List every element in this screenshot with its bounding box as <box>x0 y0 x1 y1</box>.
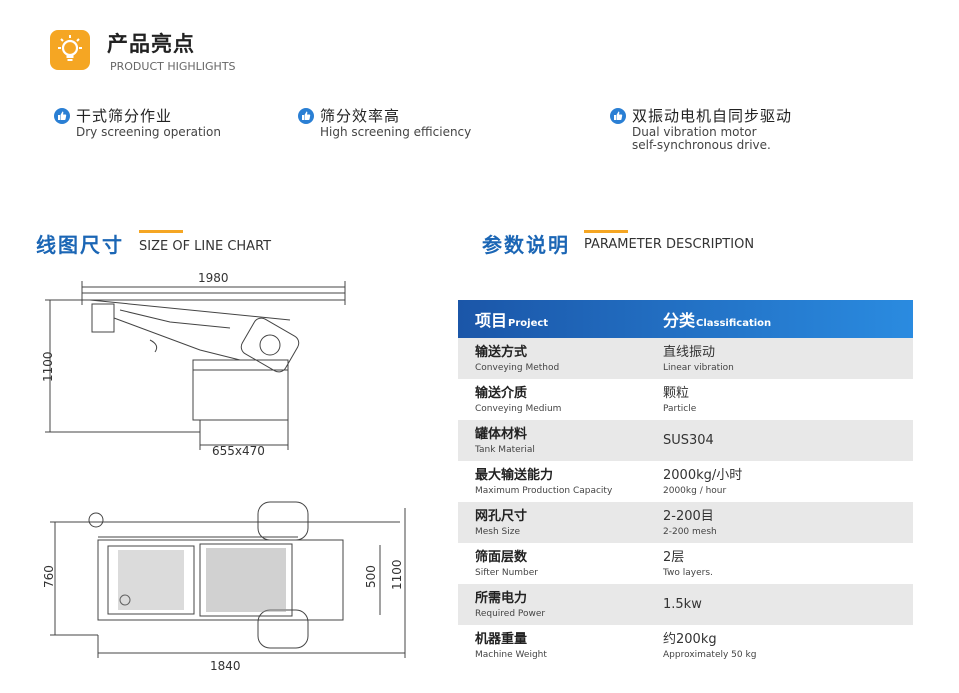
thumbs-up-icon <box>54 108 70 124</box>
dim-top-length: 1840 <box>210 659 241 673</box>
header-project: 项目Project <box>475 311 549 330</box>
param-value-cn: SUS304 <box>663 432 714 448</box>
param-name-cn: 输送方式 <box>475 344 528 360</box>
feature-title: 干式筛分作业 <box>76 107 173 125</box>
param-value-en: 2000kg / hour <box>663 485 727 496</box>
param-value-cn: 直线振动 <box>663 344 716 360</box>
param-name-cn: 筛面层数 <box>475 549 528 565</box>
section-accent-bar <box>584 230 628 233</box>
dim-side-height: 1100 <box>41 351 55 382</box>
lightbulb-icon <box>50 30 90 70</box>
section-accent-bar <box>139 230 183 233</box>
dim-side-length: 1980 <box>198 271 229 285</box>
highlights-title: 产品亮点 <box>107 32 195 56</box>
feature-item: 筛分效率高 High screening efficiency <box>298 106 471 139</box>
param-value-cn: 颗粒 <box>663 385 690 401</box>
param-name-en: Sifter Number <box>475 567 539 578</box>
line-drawing: 1980 1100 655x470 1840 760 500 1100 <box>41 271 406 673</box>
param-value-cn: 2层 <box>663 549 685 565</box>
dim-top-width: 760 <box>42 565 56 588</box>
param-name-cn: 所需电力 <box>475 590 528 606</box>
param-value-en: Particle <box>663 403 697 414</box>
param-name-cn: 最大输送能力 <box>475 467 554 483</box>
param-name-en: Conveying Medium <box>475 403 562 414</box>
param-name-en: Tank Material <box>475 444 535 455</box>
dim-top-inner: 500 <box>364 565 378 588</box>
table-header: 项目Project 分类Classification <box>458 300 913 338</box>
table-row: 输送方式 Conveying Method 直线振动 Linear vibratio… <box>458 338 913 379</box>
feature-desc: High screening efficiency <box>320 125 472 139</box>
table-row: 网孔尺寸 Mesh Size 2-200目 2-200 mesh <box>458 502 913 543</box>
feature-item: 干式筛分作业 Dry screening operation <box>54 106 221 139</box>
table-row: 最大输送能力 Maximum Production Capacity 2000kg… <box>458 461 913 502</box>
param-value-en: Approximately 50 kg <box>663 649 757 660</box>
param-value-cn: 2-200目 <box>663 508 714 524</box>
dim-top-overall: 1100 <box>390 559 404 590</box>
param-value-cn: 1.5kw <box>663 596 702 612</box>
thumbs-up-icon <box>298 108 314 124</box>
table-row: 输送介质 Conveying Medium 颗粒 Particle <box>458 379 913 420</box>
feature-desc: Dry screening operation <box>76 125 221 139</box>
parameters-title: 参数说明 <box>482 233 570 257</box>
param-value-en: Linear vibration <box>663 362 734 373</box>
thumbs-up-icon <box>610 108 626 124</box>
feature-desc-line1: Dual vibration motor <box>632 125 757 139</box>
feature-title: 筛分效率高 <box>320 107 401 125</box>
dim-side-base: 655x470 <box>212 444 265 458</box>
param-name-en: Maximum Production Capacity <box>475 485 613 496</box>
param-value-en: 2-200 mesh <box>663 526 717 537</box>
feature-title: 双振动电机自同步驱动 <box>632 107 793 125</box>
feature-item: 双振动电机自同步驱动 Dual vibration motor self-syn… <box>610 106 792 152</box>
param-value-cn: 2000kg/小时 <box>663 467 743 483</box>
param-name-en: Conveying Method <box>475 362 560 373</box>
param-value-cn: 约200kg <box>663 631 717 647</box>
line-chart-subtitle: SIZE OF LINE CHART <box>139 239 272 254</box>
table-row: 罐体材料 Tank Material SUS304 <box>458 420 913 461</box>
param-name-cn: 网孔尺寸 <box>475 508 528 524</box>
line-chart-title: 线图尺寸 <box>36 233 124 257</box>
header-classification: 分类Classification <box>663 311 772 330</box>
parameters-subtitle: PARAMETER DESCRIPTION <box>584 237 755 252</box>
param-name-cn: 机器重量 <box>475 631 528 647</box>
highlights-subtitle: PRODUCT HIGHLIGHTS <box>110 60 236 73</box>
parameter-table: 项目Project 分类Classification 输送方式 Conveying… <box>458 300 913 666</box>
param-name-cn: 输送介质 <box>475 385 528 401</box>
param-name-en: Machine Weight <box>475 649 547 660</box>
table-row: 所需电力 Required Power 1.5kw <box>458 584 913 625</box>
param-name-en: Required Power <box>475 608 546 619</box>
param-value-en: Two layers. <box>663 567 713 578</box>
table-row: 筛面层数 Sifter Number 2层 Two layers. <box>458 543 913 584</box>
param-name-cn: 罐体材料 <box>475 426 528 442</box>
feature-desc-line2: self-synchronous drive. <box>632 138 771 152</box>
param-name-en: Mesh Size <box>475 526 521 537</box>
